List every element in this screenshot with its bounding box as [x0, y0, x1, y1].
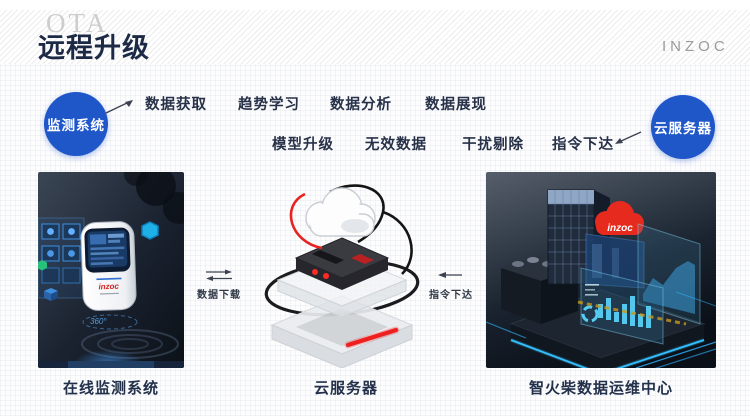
green-hexagon-icon [38, 260, 47, 271]
glow-lines-icon [486, 291, 716, 368]
top-margin [0, 0, 750, 10]
ghost-ota-text: OTA [46, 8, 109, 38]
data-center-illustration: inzoc [486, 172, 716, 368]
rotation-ellipse-icon [82, 314, 138, 330]
step-data-acquire: 数据获取 [145, 97, 207, 113]
step-data-analysis: 数据分析 [330, 97, 392, 113]
caption-online-monitor: 在线监测系统 [62, 380, 159, 397]
cloud-server-illustration [264, 184, 420, 368]
glass-building-icon [585, 233, 645, 289]
monitor-device: inzoc [80, 221, 137, 311]
cyan-hexagon-icon [141, 221, 159, 240]
hazard-strip-icon [577, 300, 687, 326]
step-invalid-data: 无效数据 [365, 137, 427, 153]
arrow-up-right-icon [105, 100, 133, 114]
step-noise-removal: 干扰剔除 [462, 137, 524, 153]
hologram-tiles-icon [41, 223, 81, 284]
online-monitor-illustration: inzoc 360° [38, 172, 184, 368]
connector-download-label: 数据下载 [197, 290, 241, 301]
caption-data-center: 智火柴数据运维中心 [528, 380, 673, 397]
data-center-image: inzoc [486, 172, 716, 368]
double-arrow-icon [206, 269, 232, 281]
online-monitor-image: inzoc 360° [38, 172, 184, 368]
caption-cloud-server: 云服务器 [313, 380, 378, 397]
arrow-down-left-icon [615, 131, 642, 144]
step-data-display: 数据展现 [425, 97, 487, 113]
red-cloud-logo: inzoc [595, 201, 644, 235]
blue-cube-icon [44, 288, 58, 301]
cloud-server-image [260, 178, 432, 368]
cloud-server-node-label: 云服务器 [654, 121, 712, 136]
connector-command-label: 指令下达 [429, 290, 473, 301]
arrow-left-icon [438, 272, 462, 278]
header-hatch-band [0, 10, 750, 64]
monitor-system-node-label: 监测系统 [47, 118, 105, 133]
monitor-system-node: 监测系统 [44, 92, 108, 156]
step-trend-learning: 趋势学习 [238, 97, 300, 113]
step-command-issue: 指令下达 [552, 137, 614, 153]
red-wire-icon [289, 192, 323, 250]
page-title: 远程升级 [38, 33, 150, 63]
area-chart-panel-icon [637, 223, 701, 325]
cloud-server-node: 云服务器 [651, 95, 715, 159]
device-logo-text: inzoc [98, 282, 119, 292]
cloud-logo-text: inzoc [607, 223, 633, 234]
red-light-strip [345, 327, 399, 348]
step-model-upgrade: 模型升级 [272, 137, 334, 153]
donut-chart-icon [581, 305, 599, 323]
brand-logo-text: INZOC [662, 38, 729, 55]
rotation-360-label: 360° [90, 317, 107, 326]
white-cloud-icon [305, 187, 376, 237]
